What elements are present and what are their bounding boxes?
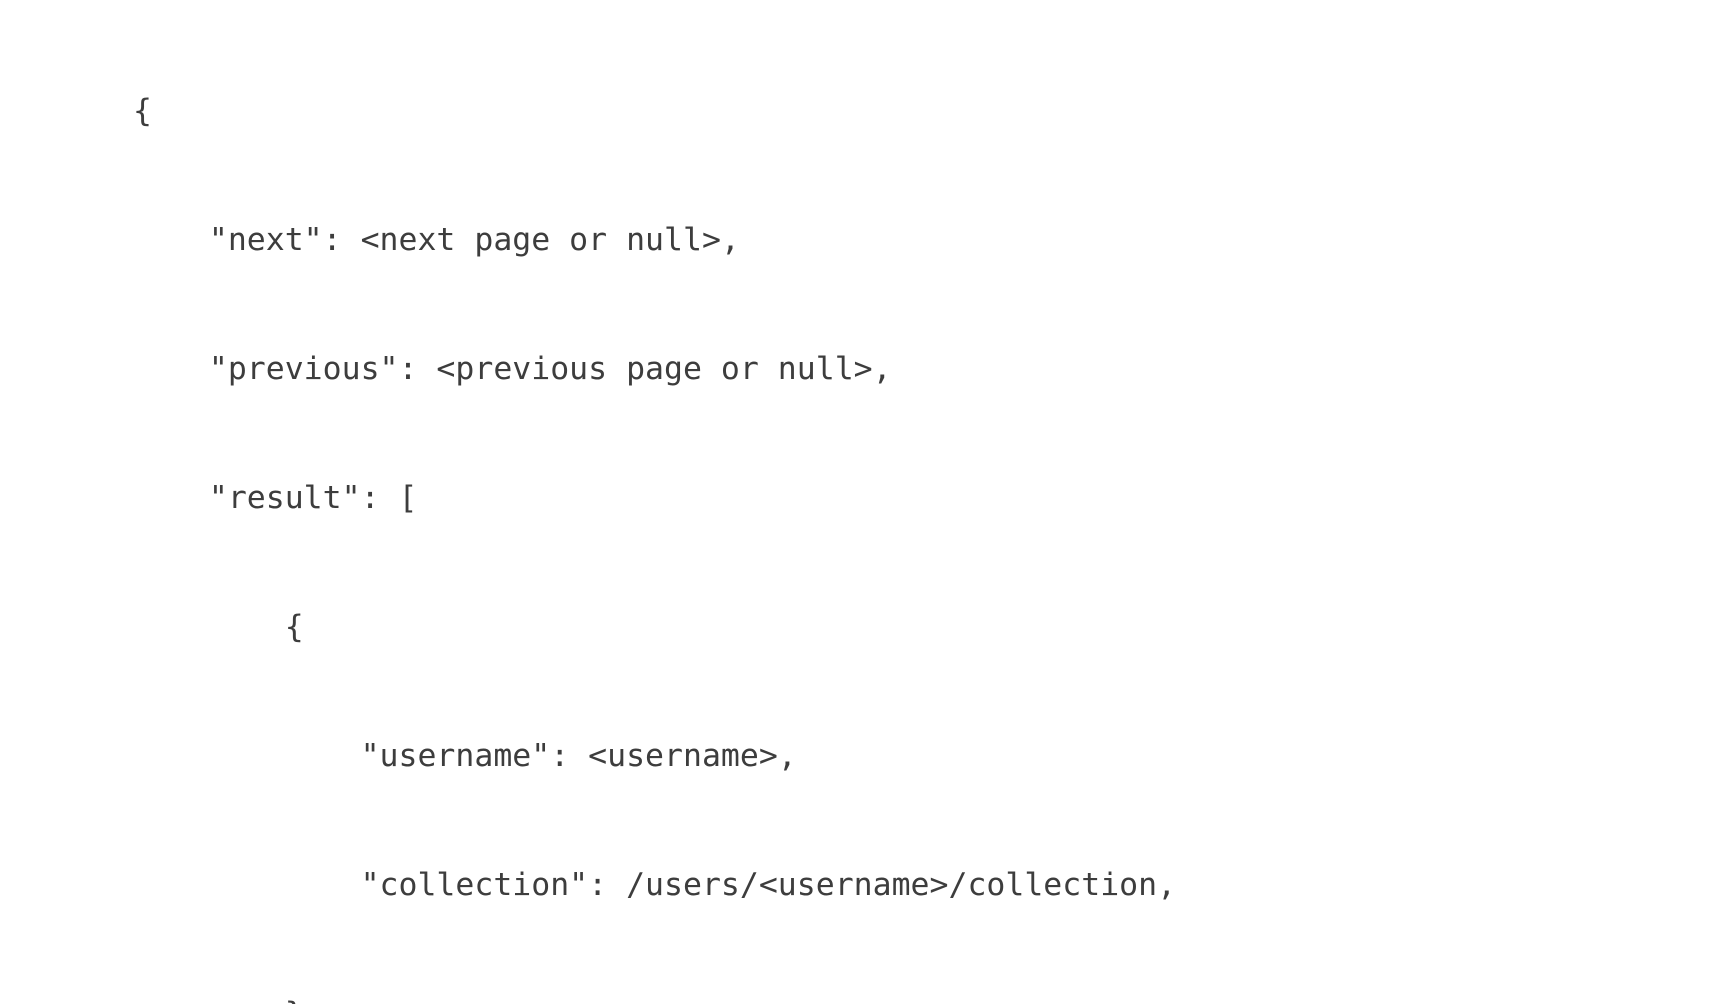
code-line: "collection": /users/<username>/collecti… <box>133 867 1177 903</box>
code-line: "previous": <previous page or null>, <box>133 351 892 387</box>
code-line: }, <box>133 993 1176 1004</box>
code-line: "next": <next page or null>, <box>133 222 740 258</box>
code-line: { <box>133 609 304 645</box>
code-line: { <box>133 93 152 129</box>
code-line: "username": <username>, <box>133 738 797 774</box>
code-block: { "next": <next page or null>, "previous… <box>133 4 1176 1004</box>
code-line: "result": [ <box>133 480 418 516</box>
